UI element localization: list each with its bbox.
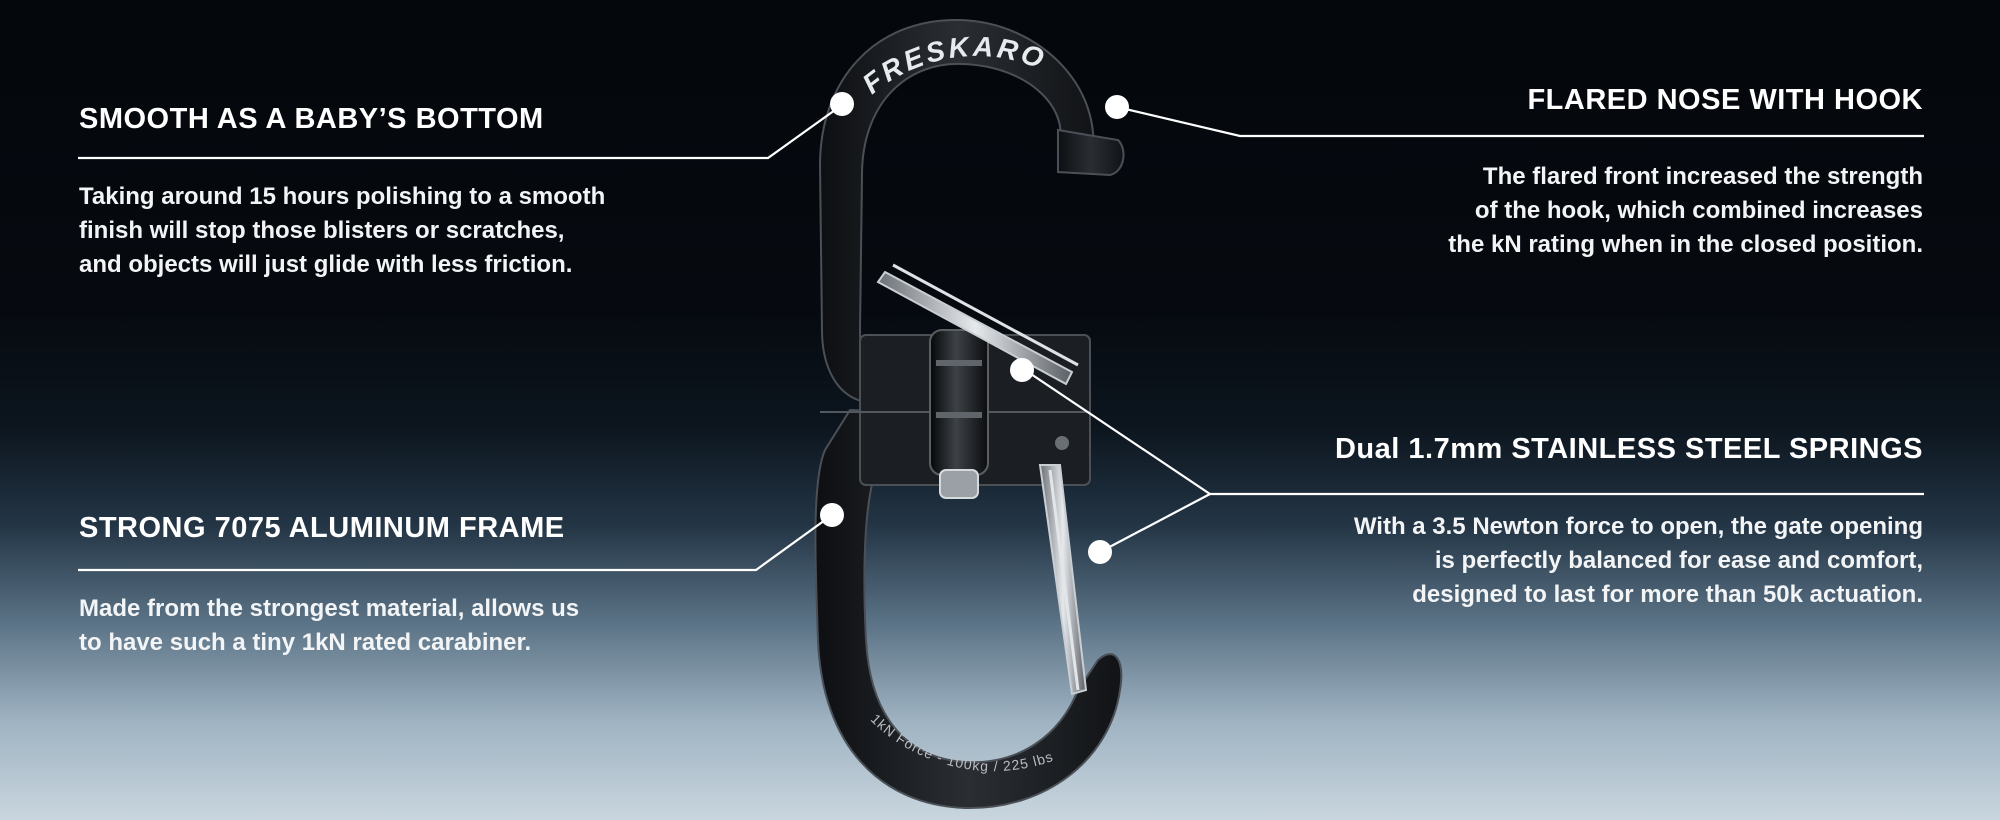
- callout-dot-nose: [1105, 95, 1129, 119]
- feature-smooth-line: finish will stop those blisters or scrat…: [79, 217, 565, 244]
- feature-springs-title: Dual 1.7mm STAINLESS STEEL SPRINGS: [1334, 433, 1923, 465]
- feature-nose-line: of the hook, which combined increases: [1474, 197, 1923, 224]
- callout-dot-frame: [820, 503, 844, 527]
- lower-loop: [814, 408, 1123, 810]
- feature-nose-line: The flared front increased the strength: [1482, 163, 1923, 190]
- upper-hook: [818, 18, 1095, 411]
- callout-line-smooth: [78, 104, 843, 160]
- feature-smooth-line: Taking around 15 hours polishing to a sm…: [79, 183, 606, 210]
- callout-dot-smooth: [830, 92, 854, 116]
- callout-lines: [78, 104, 1924, 572]
- callout-dot-springs-lower: [1088, 540, 1112, 564]
- feature-frame-line: to have such a tiny 1kN rated carabiner.: [79, 629, 532, 656]
- hook-tip: [1057, 128, 1125, 177]
- callout-dots: [820, 92, 1129, 564]
- feature-smooth-title: SMOOTH AS A BABY’S BOTTOM: [79, 103, 544, 135]
- callout-line-springs: [1021, 367, 1924, 496]
- feature-smooth-description: Taking around 15 hours polishing to a sm…: [79, 180, 605, 282]
- callout-line-nose: [1116, 105, 1924, 138]
- feature-springs-description: With a 3.5 Newton force to open, the gat…: [1354, 510, 1923, 612]
- feature-nose-description: The flared front increased the strength …: [1448, 160, 1923, 262]
- barrel-lock: [929, 329, 989, 476]
- feature-frame-line: Made from the strongest material, allows…: [79, 595, 580, 622]
- feature-nose-line: the kN rating when in the closed positio…: [1448, 231, 1923, 258]
- feature-frame-description: Made from the strongest material, allows…: [79, 592, 579, 660]
- callout-line-frame: [78, 514, 833, 572]
- feature-smooth-line: and objects will just glide with less fr…: [79, 251, 573, 278]
- callout-line-springs-lower: [1099, 493, 1211, 553]
- callout-dot-springs-upper: [1010, 358, 1034, 382]
- feature-springs-line: With a 3.5 Newton force to open, the gat…: [1353, 513, 1923, 540]
- upper-spring-gate: [876, 270, 1074, 386]
- feature-frame-title: STRONG 7075 ALUMINUM FRAME: [79, 512, 565, 544]
- feature-nose-title: FLARED NOSE WITH HOOK: [1527, 84, 1923, 116]
- feature-springs-line: designed to last for more than 50k actua…: [1412, 581, 1923, 608]
- feature-springs-line: is perfectly balanced for ease and comfo…: [1434, 547, 1923, 574]
